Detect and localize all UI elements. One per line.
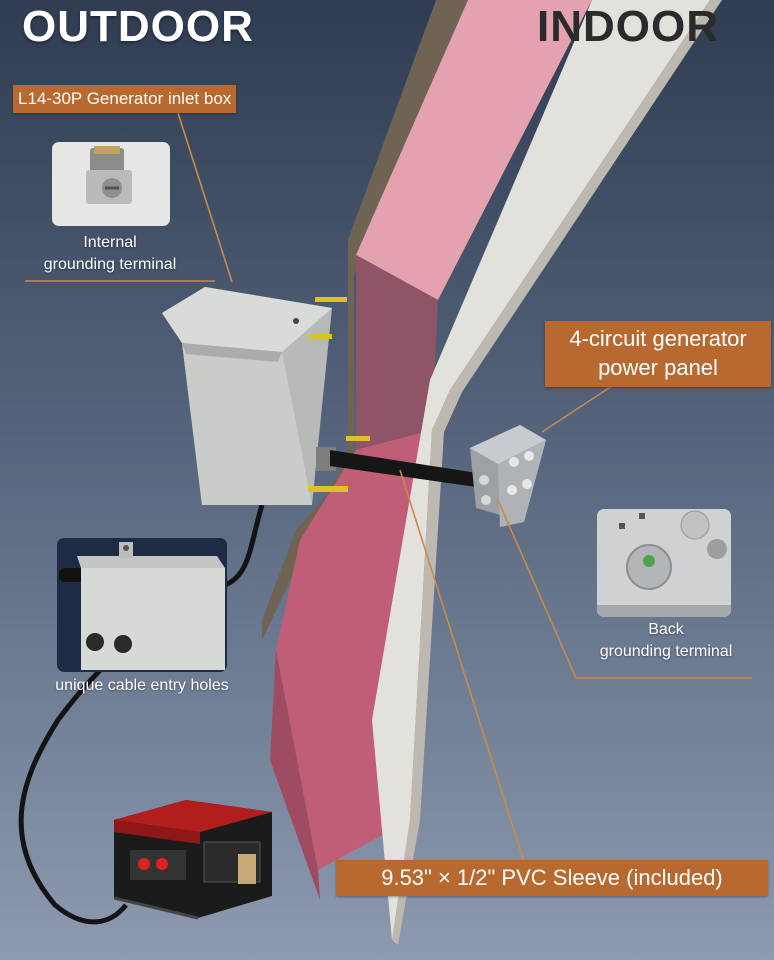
back-caption-line1: Back [648, 621, 684, 638]
internal-terminal-photo [52, 142, 170, 226]
pvc-sleeve-callout: 9.53" × 1/2" PVC Sleeve (included) [336, 860, 768, 896]
back-terminal-caption: Back grounding terminal [578, 619, 754, 663]
back-terminal-photo [597, 509, 731, 617]
cable-entry-caption: unique cable entry holes [55, 677, 229, 694]
generator-image [100, 792, 278, 920]
internal-caption-line1: Internal [83, 234, 137, 251]
junction-box [470, 425, 546, 527]
wall-outer-edge [262, 0, 468, 640]
insulation-upper-side [356, 255, 438, 450]
leader-back-terminal [497, 499, 577, 679]
back-caption-line2: grounding terminal [599, 643, 733, 660]
leader-power-panel [541, 383, 616, 433]
leader-inlet-box [177, 112, 233, 283]
generator-cable [18, 504, 265, 925]
indoor-heading: INDOOR [537, 2, 719, 51]
insulation-top-face [356, 0, 592, 300]
power-panel-line2: power panel [598, 355, 718, 380]
leader-pvc-sleeve [399, 469, 525, 863]
drywall-front [372, 0, 710, 940]
power-panel-callout: 4-circuit generator power panel [545, 321, 771, 387]
outdoor-heading: OUTDOOR [22, 2, 254, 51]
internal-terminal-caption: Internal grounding terminal [22, 232, 198, 276]
inlet-box [162, 287, 370, 505]
power-panel-line1: 4-circuit generator [569, 326, 747, 351]
pvc-sleeve [330, 450, 490, 489]
cable-entry-photo [57, 538, 227, 672]
insulation-bottom-face [270, 650, 320, 900]
inlet-box-callout: L14-30P Generator inlet box [13, 85, 237, 113]
internal-caption-line2: grounding terminal [43, 256, 177, 273]
